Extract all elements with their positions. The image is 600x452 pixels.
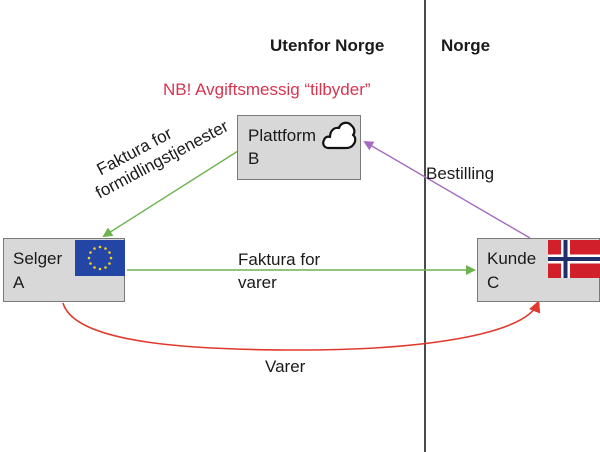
tax-supplier-note: NB! Avgiftsmessig “tilbyder”	[163, 80, 371, 99]
arrow-customer-to-platform	[363, 140, 531, 239]
eu-flag-icon	[75, 240, 125, 276]
region-label-outside: Utenfor Norge	[270, 36, 385, 55]
customer-node: Kunde C	[477, 238, 600, 302]
platform-name: Plattform	[248, 126, 317, 145]
cloud-icon	[322, 121, 357, 150]
arrow-goods	[62, 300, 541, 351]
label-goods: Varer	[265, 357, 306, 376]
label-seller-to-customer-line1: Faktura for	[238, 250, 321, 269]
seller-node: Selger A	[3, 238, 125, 302]
seller-letter: A	[13, 273, 25, 292]
norway-flag-icon	[548, 240, 600, 278]
seller-name: Selger	[13, 249, 63, 268]
customer-letter: C	[487, 273, 500, 292]
customer-name: Kunde	[487, 249, 537, 268]
platform-node: Plattform B	[237, 115, 361, 180]
arrow-platform-to-seller	[102, 150, 239, 238]
border-divider	[424, 0, 426, 452]
label-seller-to-customer-line2: varer	[238, 273, 277, 292]
region-label-inside: Norge	[441, 36, 491, 55]
platform-letter: B	[248, 149, 260, 168]
label-customer-to-platform: Bestilling	[426, 164, 495, 183]
